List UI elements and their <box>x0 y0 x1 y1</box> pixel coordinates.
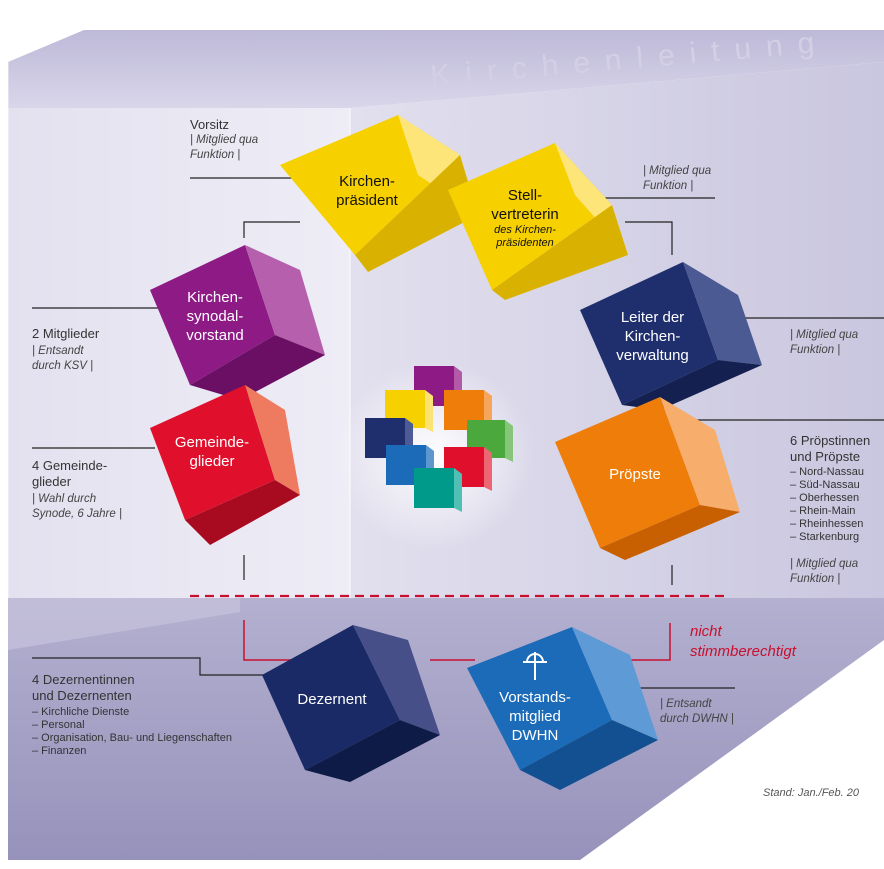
cube-label-kirchenpraesident: Kirchen- präsident <box>336 173 398 209</box>
proepste-list-item: – Nord-Nassau <box>790 466 864 478</box>
dezern-list-item: – Finanzen <box>32 745 87 757</box>
diakonie-cross-icon <box>523 652 547 680</box>
stellv-note: | Mitglied qua Funktion | <box>643 165 712 192</box>
cube-gemeindeglieder <box>150 385 300 545</box>
box-floor <box>8 598 884 860</box>
cube-stellvertreterin <box>448 143 628 300</box>
vorsitz-label: Vorsitz <box>190 117 230 132</box>
dezern-list: – Kirchliche Dienste – Personal – Organi… <box>32 706 232 758</box>
cube-label-proepste: Pröpste <box>609 466 661 483</box>
connector-lines <box>32 177 884 689</box>
cube-proepste <box>555 397 740 560</box>
gemeinde-count: 4 Gemeinde- glieder <box>32 458 108 489</box>
cube-label-leiter: Leiter der Kirchen- verwaltung <box>616 309 689 364</box>
cube-label-synodalvorstand: Kirchen- synodal- vorstand <box>186 289 244 344</box>
dwhn-note: | Entsandt durch DWHN | <box>660 698 734 725</box>
proepste-list-item: – Rhein-Main <box>790 505 856 517</box>
cube-dwhn <box>467 627 658 790</box>
proepste-list-item: – Starkenburg <box>790 531 860 543</box>
synod-note: | Entsandt durch KSV | <box>32 345 94 372</box>
proepste-note: | Mitglied qua Funktion | <box>790 558 859 585</box>
line-ring-right <box>625 221 673 255</box>
cube-synodalvorstand <box>150 245 325 400</box>
synod-count: 2 Mitglieder <box>32 326 100 341</box>
line-ring-left <box>243 221 300 238</box>
line-dezern <box>32 657 268 676</box>
gemeinde-note: | Wahl durch Synode, 6 Jahre | <box>32 493 122 520</box>
box-top <box>8 30 884 108</box>
stand-date: Stand: Jan./Feb. 20 <box>763 787 860 799</box>
dezern-count: 4 Dezernentinnen und Dezernenten <box>32 672 135 703</box>
stellvertreterin-sub: des Kirchen- präsidenten <box>494 224 556 249</box>
dezern-list-item: – Personal <box>32 719 85 731</box>
cube-label-gemeindeglieder: Gemeinde- glieder <box>174 434 250 470</box>
proepste-list-item: – Süd-Nassau <box>790 479 860 491</box>
proepste-list: – Nord-Nassau – Süd-Nassau – Oberhessen … <box>790 466 864 544</box>
cube-label-dwhn: Vorstands- mitglied DWHN <box>499 689 571 744</box>
nicht-stimmberechtigt-label: nicht stimmberechtigt <box>690 623 796 660</box>
proepste-count: 6 Pröpstinnen und Pröpste <box>790 433 871 464</box>
logo-cube-teal <box>414 468 462 512</box>
leiter-note: | Mitglied qua Funktion | <box>790 329 859 356</box>
box-floor-left <box>8 598 240 650</box>
cube-leiter <box>580 262 762 410</box>
dezern-list-item: – Organisation, Bau- und Liegenschaften <box>32 732 232 744</box>
cube-dezernent <box>262 625 440 782</box>
cube-label-dezernent: Dezernent <box>297 691 367 708</box>
dezern-list-item: – Kirchliche Dienste <box>32 706 130 718</box>
proepste-list-item: – Oberhessen <box>790 492 860 504</box>
vorsitz-note: | Mitglied qua Funktion | <box>190 134 259 161</box>
proepste-list-item: – Rheinhessen <box>790 518 864 530</box>
cube-label-stellvertreterin: Stell- vertreterin des Kirchen- präsiden… <box>470 186 580 250</box>
stellvertreterin-title: Stell- vertreterin <box>491 187 559 223</box>
logo-cubes <box>365 366 513 512</box>
